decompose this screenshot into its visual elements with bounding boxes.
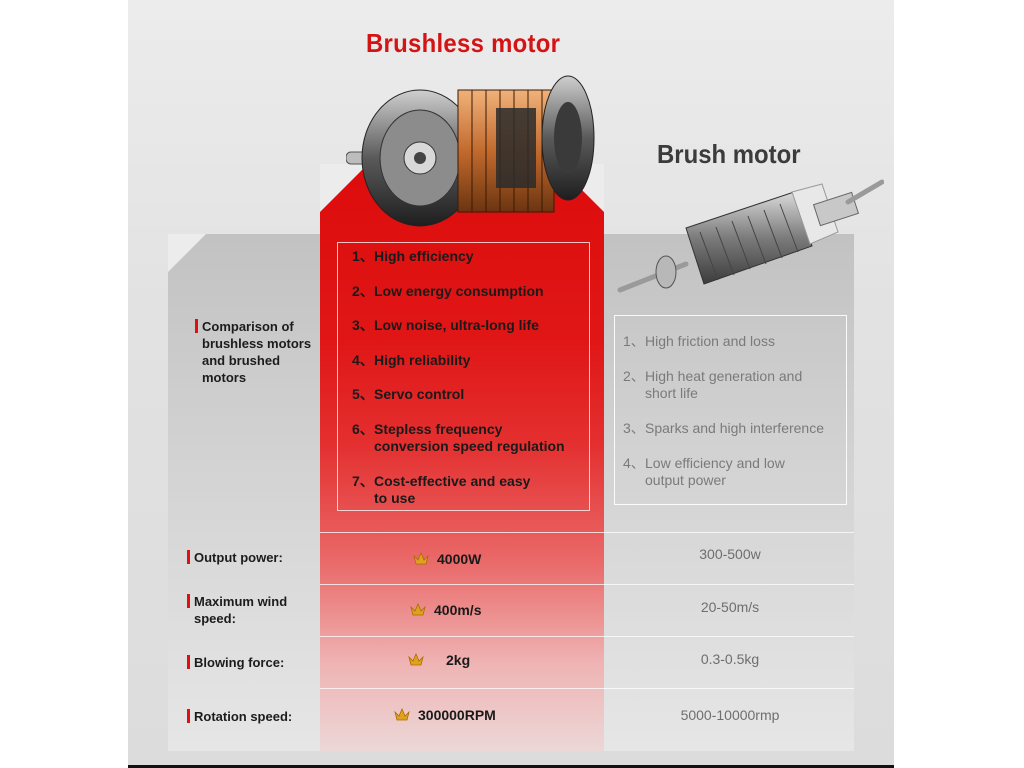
advantage-item: 5、Servo control <box>352 386 465 402</box>
brushless-highlight-column <box>320 164 604 751</box>
brush-blowing-force: 0.3-0.5kg <box>700 651 760 667</box>
brush-motor-title: Brush motor <box>657 139 801 169</box>
disadvantage-item: 3、Sparks and high interference <box>623 420 824 436</box>
advantage-item: 2、Low energy consumption <box>352 283 544 299</box>
red-marker-icon <box>187 655 190 669</box>
red-marker-icon <box>187 709 190 723</box>
advantage-item: 4、High reliability <box>352 352 471 368</box>
red-marker-icon <box>187 550 190 564</box>
red-marker-icon <box>187 594 190 608</box>
brushless-output-power: 4000W <box>413 551 481 567</box>
brushless-motor-title: Brushless motor <box>366 28 561 58</box>
row-divider <box>320 688 854 689</box>
comparison-canvas: Brushless motor Brush motor <box>128 0 894 768</box>
comparison-section-text: Comparison of brushless motors and brush… <box>202 319 312 385</box>
brush-output-power: 300-500w <box>699 546 761 562</box>
brushless-max-wind-speed: 400m/s <box>410 602 481 618</box>
advantage-item: 6、Stepless frequency conversion speed re… <box>352 421 565 454</box>
disadvantage-item: 1、High friction and loss <box>623 333 775 349</box>
max-wind-speed-label: Maximum wind speed: <box>187 593 314 627</box>
crown-icon <box>410 603 426 616</box>
crown-icon <box>413 552 429 565</box>
row-divider <box>320 636 854 637</box>
advantage-item: 1、High efficiency <box>352 248 474 264</box>
bottom-divider <box>128 765 894 768</box>
brushless-blowing-force: 2kg <box>408 652 470 668</box>
brush-max-wind-speed: 20-50m/s <box>700 599 760 615</box>
brushless-motor-image <box>346 75 595 227</box>
brush-rotation-speed: 5000-10000rmp <box>680 707 780 723</box>
advantage-item: 7、Cost-effective and easy to use <box>352 473 531 506</box>
advantage-item: 3、Low noise, ultra-long life <box>352 317 539 333</box>
brushless-rotation-speed: 300000RPM <box>394 707 496 723</box>
brush-motor-image <box>617 179 884 293</box>
brushless-advantages-box: 1、High efficiency 2、Low energy consumpti… <box>337 242 590 511</box>
red-column-notch-left <box>320 164 368 212</box>
output-power-label: Output power: <box>187 549 314 566</box>
disadvantage-item: 4、Low efficiency and low output power <box>623 455 785 488</box>
crown-icon <box>394 708 410 721</box>
red-marker-icon <box>195 319 198 333</box>
crown-icon <box>408 653 424 666</box>
brush-disadvantages-box: 1、High friction and loss 2、High heat gen… <box>614 315 847 505</box>
panel-corner-notch <box>168 234 206 272</box>
row-divider <box>320 532 854 533</box>
blowing-force-label: Blowing force: <box>187 654 314 671</box>
row-divider <box>320 584 854 585</box>
rotation-speed-label: Rotation speed: <box>187 708 314 725</box>
disadvantage-item: 2、High heat generation and short life <box>623 368 803 401</box>
comparison-section-label: Comparison of brushless motors and brush… <box>195 318 322 386</box>
